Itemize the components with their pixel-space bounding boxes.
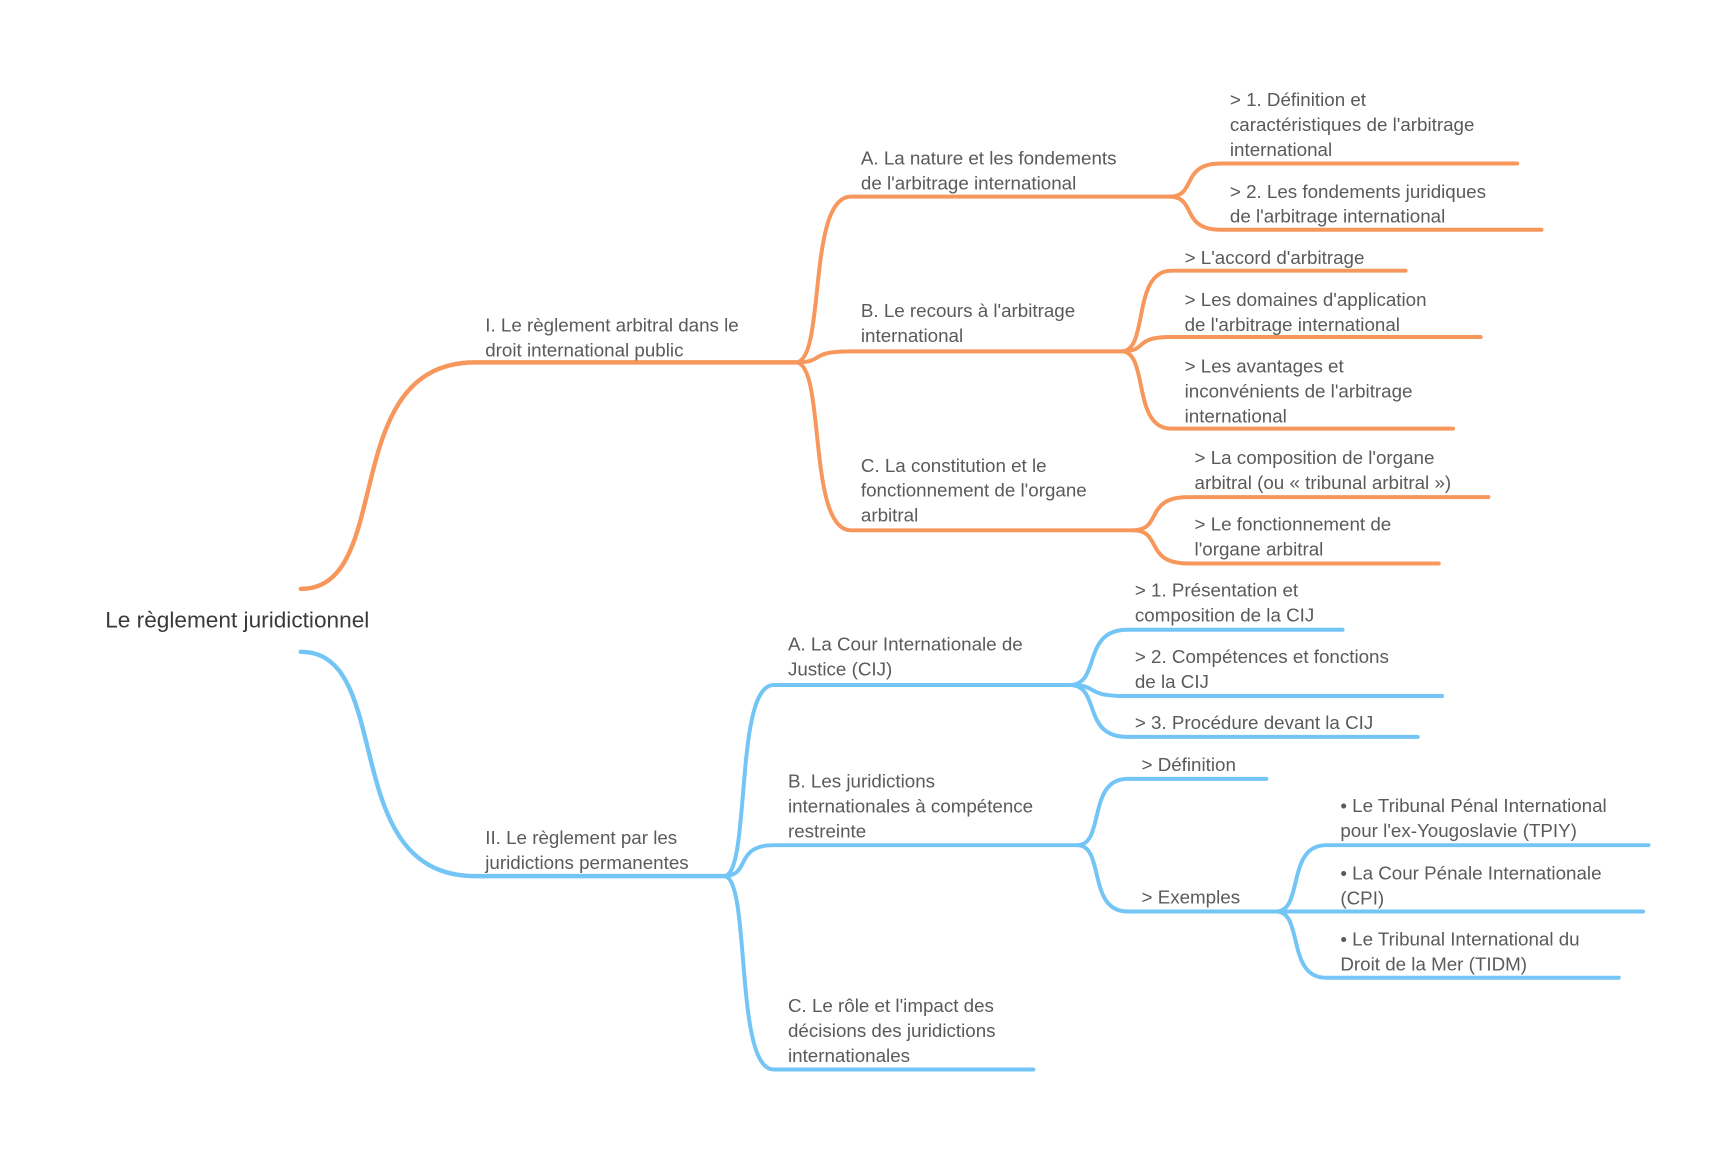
topic-line: II. Le règlement par les	[485, 827, 677, 848]
connector-line	[1067, 682, 1420, 739]
leaf-topic[interactable]: > Les domaines d'application de l'arbitra…	[1185, 289, 1427, 335]
topic-line: droit international public	[485, 339, 683, 360]
connector-line	[1119, 268, 1408, 354]
subtopic[interactable]: C. Le rôle et l'impact des décisions des …	[788, 995, 996, 1066]
topic-line: de l'arbitrage international	[861, 173, 1076, 194]
connector-line	[1067, 627, 1345, 687]
leaf-topic[interactable]: > Le fonctionnement de l'organe arbitral	[1195, 513, 1392, 559]
subtopic[interactable]: B. Le recours à l'arbitrage international	[861, 300, 1075, 346]
topic-line: de l'arbitrage international	[1230, 206, 1445, 227]
leaf-topic[interactable]: • Le Tribunal International du Droit de l…	[1340, 929, 1579, 975]
topic-line: arbitral	[861, 505, 918, 526]
topic-line: décisions des juridictions	[788, 1020, 996, 1041]
topic-line: internationales	[788, 1045, 910, 1066]
leaf-topic[interactable]: • La Cour Pénale Internationale (CPI)	[1340, 862, 1601, 908]
leaf-topic[interactable]: • Le Tribunal Pénal International pour l'…	[1340, 795, 1606, 841]
topic-line: (CPI)	[1340, 887, 1384, 908]
topic-line: • La Cour Pénale Internationale	[1340, 862, 1601, 883]
connector-line	[1167, 194, 1544, 232]
topic-line: C. Le rôle et l'impact des	[788, 995, 994, 1016]
connector-line	[1075, 843, 1279, 914]
topic-line: l'organe arbitral	[1195, 538, 1324, 559]
topic-line: > 1. Présentation et	[1135, 580, 1299, 601]
leaf-topic[interactable]: > L'accord d'arbitrage	[1185, 247, 1365, 268]
connector-line	[1130, 495, 1491, 533]
leaf-topic[interactable]: > 3. Procédure devant la CIJ	[1135, 712, 1373, 733]
topic-line: I. Le règlement arbitral dans le	[485, 314, 738, 335]
topic-line: pour l'ex-Yougoslavie (TPIY)	[1340, 820, 1577, 841]
topic-line: > Définition	[1142, 754, 1236, 775]
topic-line: international	[861, 325, 963, 346]
root-topic[interactable]: Le règlement juridictionnel	[105, 608, 369, 633]
topic-line: > La composition de l'organe	[1195, 447, 1435, 468]
main-topic[interactable]: II. Le règlement par les juridictions per…	[484, 827, 688, 873]
connector-line	[1274, 909, 1621, 980]
main-topic[interactable]: I. Le règlement arbitral dans le droit in…	[485, 314, 738, 360]
topic-line: > Le fonctionnement de	[1195, 513, 1392, 534]
topic-line: • Le Tribunal Pénal International	[1340, 795, 1606, 816]
topic-line: internationales à compétence	[788, 796, 1033, 817]
connector-line	[1067, 682, 1445, 699]
topic-line: arbitral (ou « tribunal arbitral »)	[1195, 472, 1452, 493]
topic-line: > Les domaines d'application	[1185, 289, 1427, 310]
connector-line	[793, 349, 1124, 365]
connector-line	[1075, 776, 1269, 848]
topic-line: > Exemples	[1142, 887, 1241, 908]
connector-line	[721, 682, 1072, 879]
leaf-topic[interactable]: > Exemples	[1142, 887, 1241, 908]
connector-line	[1167, 161, 1520, 199]
topic-line: international	[1230, 139, 1332, 160]
subtopic[interactable]: C. La constitution et le fonctionnement d…	[861, 455, 1087, 526]
topic-line: B. Les juridictions	[788, 771, 935, 792]
topic-line: > 2. Les fondements juridiques	[1230, 181, 1486, 202]
topic-line: A. La Cour Internationale de	[788, 634, 1023, 655]
topic-line: juridictions permanentes	[484, 852, 688, 873]
topic-line: > L'accord d'arbitrage	[1185, 247, 1365, 268]
topic-line: international	[1185, 405, 1287, 426]
topic-line: composition de la CIJ	[1135, 605, 1314, 626]
leaf-topic[interactable]: > Définition	[1142, 754, 1236, 775]
leaf-topic[interactable]: > 1. Présentation et composition de la CI…	[1135, 580, 1314, 626]
topic-line: restreinte	[788, 821, 866, 842]
topic-line: A. La nature et les fondements	[861, 148, 1117, 169]
topic-line: de la CIJ	[1135, 671, 1209, 692]
topic-line: > Les avantages et	[1185, 355, 1345, 376]
topic-line: > 3. Procédure devant la CIJ	[1135, 712, 1373, 733]
leaf-topic[interactable]: > Les avantages et inconvénients de l'arb…	[1185, 355, 1413, 426]
connector-line	[298, 649, 727, 879]
connector-line	[721, 843, 1080, 879]
subtopic[interactable]: B. Les juridictions internationales à com…	[788, 771, 1033, 842]
leaf-topic[interactable]: > 2. Les fondements juridiques de l'arbit…	[1230, 181, 1486, 227]
subtopic[interactable]: A. La nature et les fondements de l'arbit…	[861, 148, 1117, 194]
connector-line	[1130, 528, 1441, 566]
leaf-topic[interactable]: > 1. Définition et caractéristiques de l'…	[1230, 89, 1475, 160]
topic-line: Droit de la Mer (TIDM)	[1340, 954, 1527, 975]
leaf-topic[interactable]: > La composition de l'organe arbitral (ou…	[1195, 447, 1452, 493]
connector-line	[793, 360, 1135, 533]
topic-line: fonctionnement de l'organe	[861, 480, 1087, 501]
connector-line	[298, 360, 798, 592]
topic-line: > 2. Compétences et fonctions	[1135, 646, 1389, 667]
topic-line: de l'arbitrage international	[1185, 314, 1400, 335]
connector-line	[1274, 843, 1651, 914]
connector-line	[793, 194, 1172, 365]
topic-line: > 1. Définition et	[1230, 89, 1367, 110]
connector-line	[1119, 349, 1456, 431]
topic-line: B. Le recours à l'arbitrage	[861, 300, 1075, 321]
connector-line	[721, 874, 1036, 1072]
topic-line: Justice (CIJ)	[788, 659, 892, 680]
topic-line: C. La constitution et le	[861, 455, 1047, 476]
topic-line: caractéristiques de l'arbitrage	[1230, 114, 1475, 135]
topic-line: • Le Tribunal International du	[1340, 929, 1579, 950]
subtopic[interactable]: A. La Cour Internationale de Justice (CIJ…	[788, 634, 1023, 680]
topic-line: inconvénients de l'arbitrage	[1185, 380, 1413, 401]
leaf-topic[interactable]: > 2. Compétences et fonctions de la CIJ	[1135, 646, 1389, 692]
connector-line	[1119, 334, 1483, 354]
